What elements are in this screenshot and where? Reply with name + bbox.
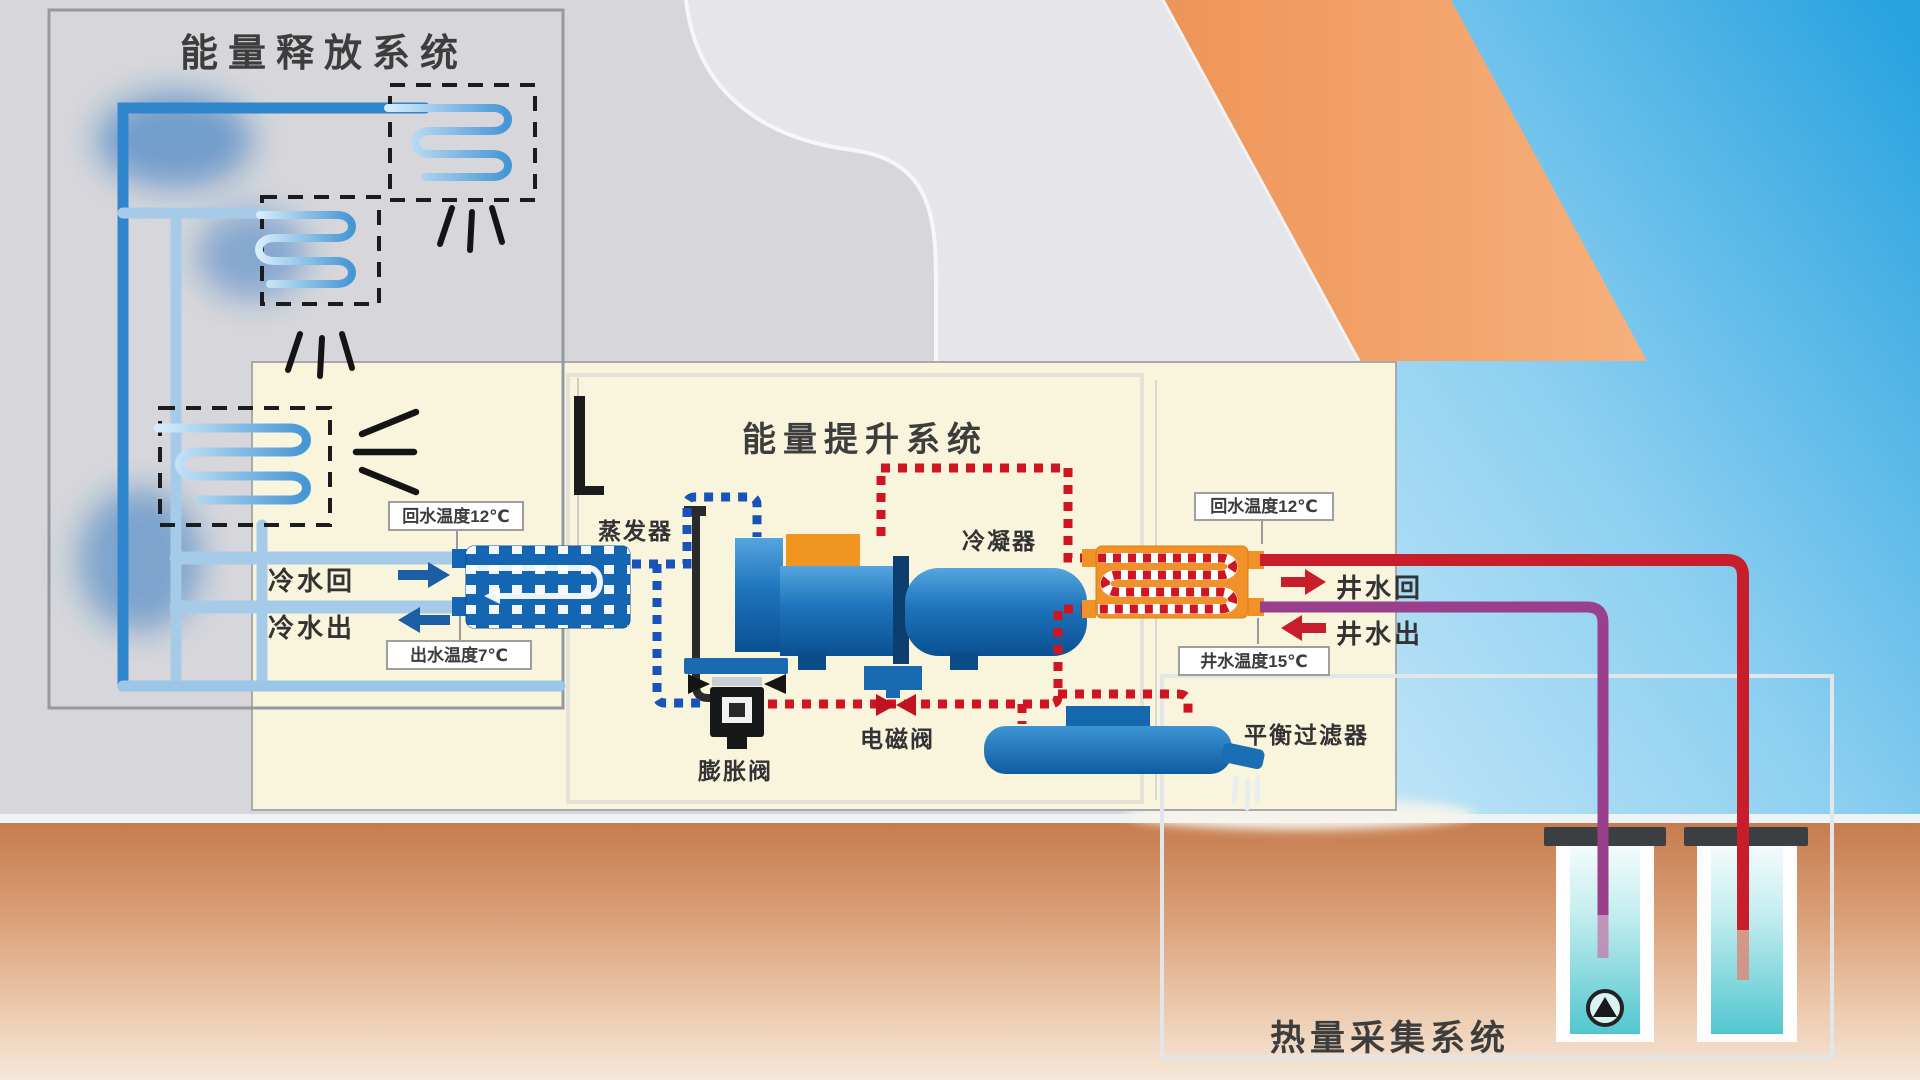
heat-collection-panel	[1160, 674, 1834, 1059]
balance-filter-label: 平衡过滤器	[1244, 722, 1369, 748]
pump-icon	[1586, 989, 1624, 1027]
solenoid-valve-graphic	[864, 666, 922, 716]
airflow-icon	[285, 331, 355, 379]
coil-icon	[255, 211, 356, 288]
airflow-icon	[437, 205, 505, 253]
well-out-arrow-icon	[1281, 615, 1326, 641]
energy-lift-title: 能量提升系统	[742, 421, 988, 459]
evaporator-label: 蒸发器	[598, 518, 673, 544]
coil-icon	[153, 423, 311, 505]
roof-edge-line	[1161, 0, 1361, 362]
flow-arrows	[398, 562, 1326, 641]
well-water-out-label: 井水出	[1336, 619, 1424, 649]
horizon-strip	[0, 814, 1920, 823]
chilled-in-arrow-icon	[398, 562, 450, 588]
fan-coil-unit-1	[384, 83, 537, 253]
building-molding-highlight	[684, 0, 938, 361]
well-right	[1684, 827, 1808, 1042]
chilled-supply-temp-box: 出水温度7℃	[386, 640, 532, 670]
solenoid-valve-label: 电磁阀	[860, 726, 935, 752]
water-drip-icon	[1231, 775, 1261, 811]
chilled-out-arrow-icon	[398, 607, 450, 633]
energy-release-title: 能量释放系统	[179, 33, 468, 75]
fan-coil-unit-3	[153, 406, 420, 527]
chilled-water-pipes	[117, 102, 566, 692]
compressor-graphic	[735, 534, 1087, 670]
coil-icon	[384, 104, 512, 181]
building-molding	[686, 0, 1359, 361]
chilled-water-out-label: 冷水出	[268, 613, 356, 643]
fan-coil-unit-2	[255, 195, 381, 379]
chilled-return-temp-box: 回水温度12℃	[388, 501, 524, 531]
well-water-in-label: 井水回	[1336, 573, 1424, 603]
condenser-graphic	[1082, 545, 1264, 619]
well-in-arrow-icon	[1281, 569, 1326, 595]
well-source-temp-box: 井水温度15℃	[1178, 646, 1330, 676]
roof-band	[1163, 0, 1647, 361]
well-water-pipes	[1260, 554, 1749, 980]
expansion-valve-label: 膨胀阀	[698, 758, 773, 784]
energy-release-panel	[47, 8, 565, 710]
expansion-valve-graphic	[684, 658, 788, 749]
balance-filter-graphic	[984, 706, 1265, 811]
well-return-temp-box: 回水温度12℃	[1194, 492, 1334, 521]
refrigerant-suction-line	[632, 492, 762, 708]
chilled-water-in-label: 冷水回	[268, 566, 356, 596]
condenser-label: 冷凝器	[962, 528, 1037, 554]
airflow-icon	[352, 408, 420, 496]
heat-collection-title: 热量采集系统	[1269, 1019, 1510, 1058]
evaporator-graphic	[452, 545, 631, 629]
